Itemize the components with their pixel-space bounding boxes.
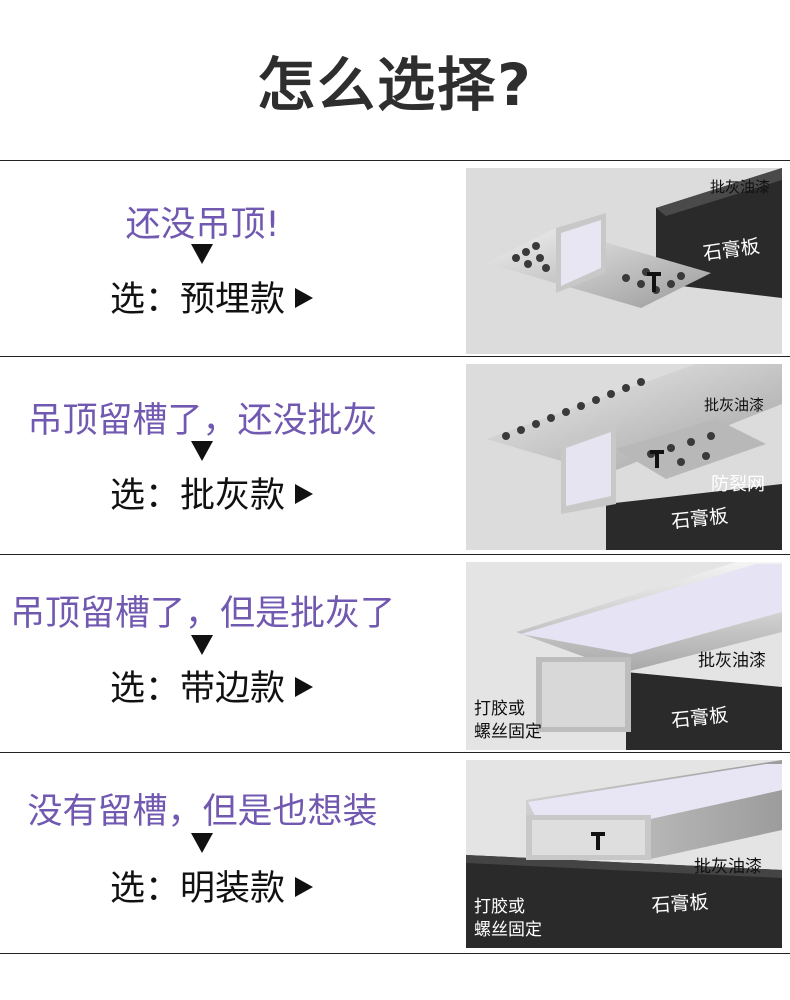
- question-text: 没有留槽，但是也想装: [27, 792, 378, 832]
- option-text: 吊顶留槽了，还没批灰 选：批灰款: [0, 357, 405, 555]
- option-row-recessed: 还没吊顶! 选：预埋款 批灰油漆 石膏板: [0, 160, 790, 357]
- question-text: 还没吊顶!: [125, 205, 280, 245]
- answer-text: 选：带边款: [110, 660, 314, 711]
- answer-type: 批灰款: [180, 476, 286, 516]
- answer-text: 选：明装款: [110, 860, 314, 911]
- answer-type: 带边款: [180, 669, 286, 709]
- option-text: 还没吊顶! 选：预埋款: [0, 161, 405, 357]
- answer-text: 选：批灰款: [110, 467, 314, 518]
- option-text: 没有留槽，但是也想装 选：明装款: [0, 753, 405, 953]
- option-text: 吊顶留槽了，但是批灰了 选：带边款: [0, 555, 405, 753]
- fix-label-line1: 打胶或: [474, 699, 525, 719]
- down-arrow-icon: [191, 441, 213, 461]
- plaster-profile-image: 批灰油漆 防裂网 石膏板: [466, 364, 782, 550]
- down-arrow-icon: [191, 635, 213, 655]
- mesh-label: 防裂网: [711, 474, 765, 495]
- paint-label: 批灰油漆: [698, 651, 766, 671]
- option-row-flanged: 吊顶留槽了，但是批灰了 选：带边款 批灰油漆 打胶或 螺丝固定 石膏板: [0, 554, 790, 753]
- down-arrow-icon: [191, 833, 213, 853]
- answer-text: 选：预埋款: [110, 271, 314, 322]
- answer-prefix: 选：: [110, 280, 181, 320]
- option-row-plaster: 吊顶留槽了，还没批灰 选：批灰款 批灰油漆 防裂网 石膏板: [0, 356, 790, 555]
- board-label: 石膏板: [651, 890, 709, 917]
- paint-label: 批灰油漆: [694, 857, 762, 877]
- paint-label: 批灰油漆: [704, 396, 764, 414]
- right-arrow-icon: [295, 288, 314, 308]
- paint-label: 批灰油漆: [710, 178, 770, 196]
- answer-prefix: 选：: [110, 869, 181, 909]
- answer-type: 预埋款: [180, 280, 286, 320]
- fix-label-line2: 螺丝固定: [474, 722, 542, 742]
- fix-label-line2: 螺丝固定: [474, 920, 542, 940]
- option-row-surface: 没有留槽，但是也想装 选：明装款 批灰油漆 打胶或 螺丝固定 石膏板: [0, 752, 790, 954]
- down-arrow-icon: [191, 244, 213, 264]
- question-text: 吊顶留槽了，还没批灰: [27, 401, 378, 441]
- right-arrow-icon: [295, 484, 314, 504]
- recessed-profile-image: 批灰油漆 石膏板: [466, 168, 782, 354]
- flanged-profile-image: 批灰油漆 打胶或 螺丝固定 石膏板: [466, 562, 782, 750]
- right-arrow-icon: [295, 877, 314, 897]
- surface-profile-image: 批灰油漆 打胶或 螺丝固定 石膏板: [466, 760, 782, 948]
- fix-label-line1: 打胶或: [474, 897, 525, 917]
- answer-prefix: 选：: [110, 476, 181, 516]
- question-text: 吊顶留槽了，但是批灰了: [9, 594, 395, 634]
- right-arrow-icon: [295, 677, 314, 697]
- answer-type: 明装款: [180, 869, 286, 909]
- page-title: 怎么选择?: [257, 51, 533, 119]
- answer-prefix: 选：: [110, 669, 181, 709]
